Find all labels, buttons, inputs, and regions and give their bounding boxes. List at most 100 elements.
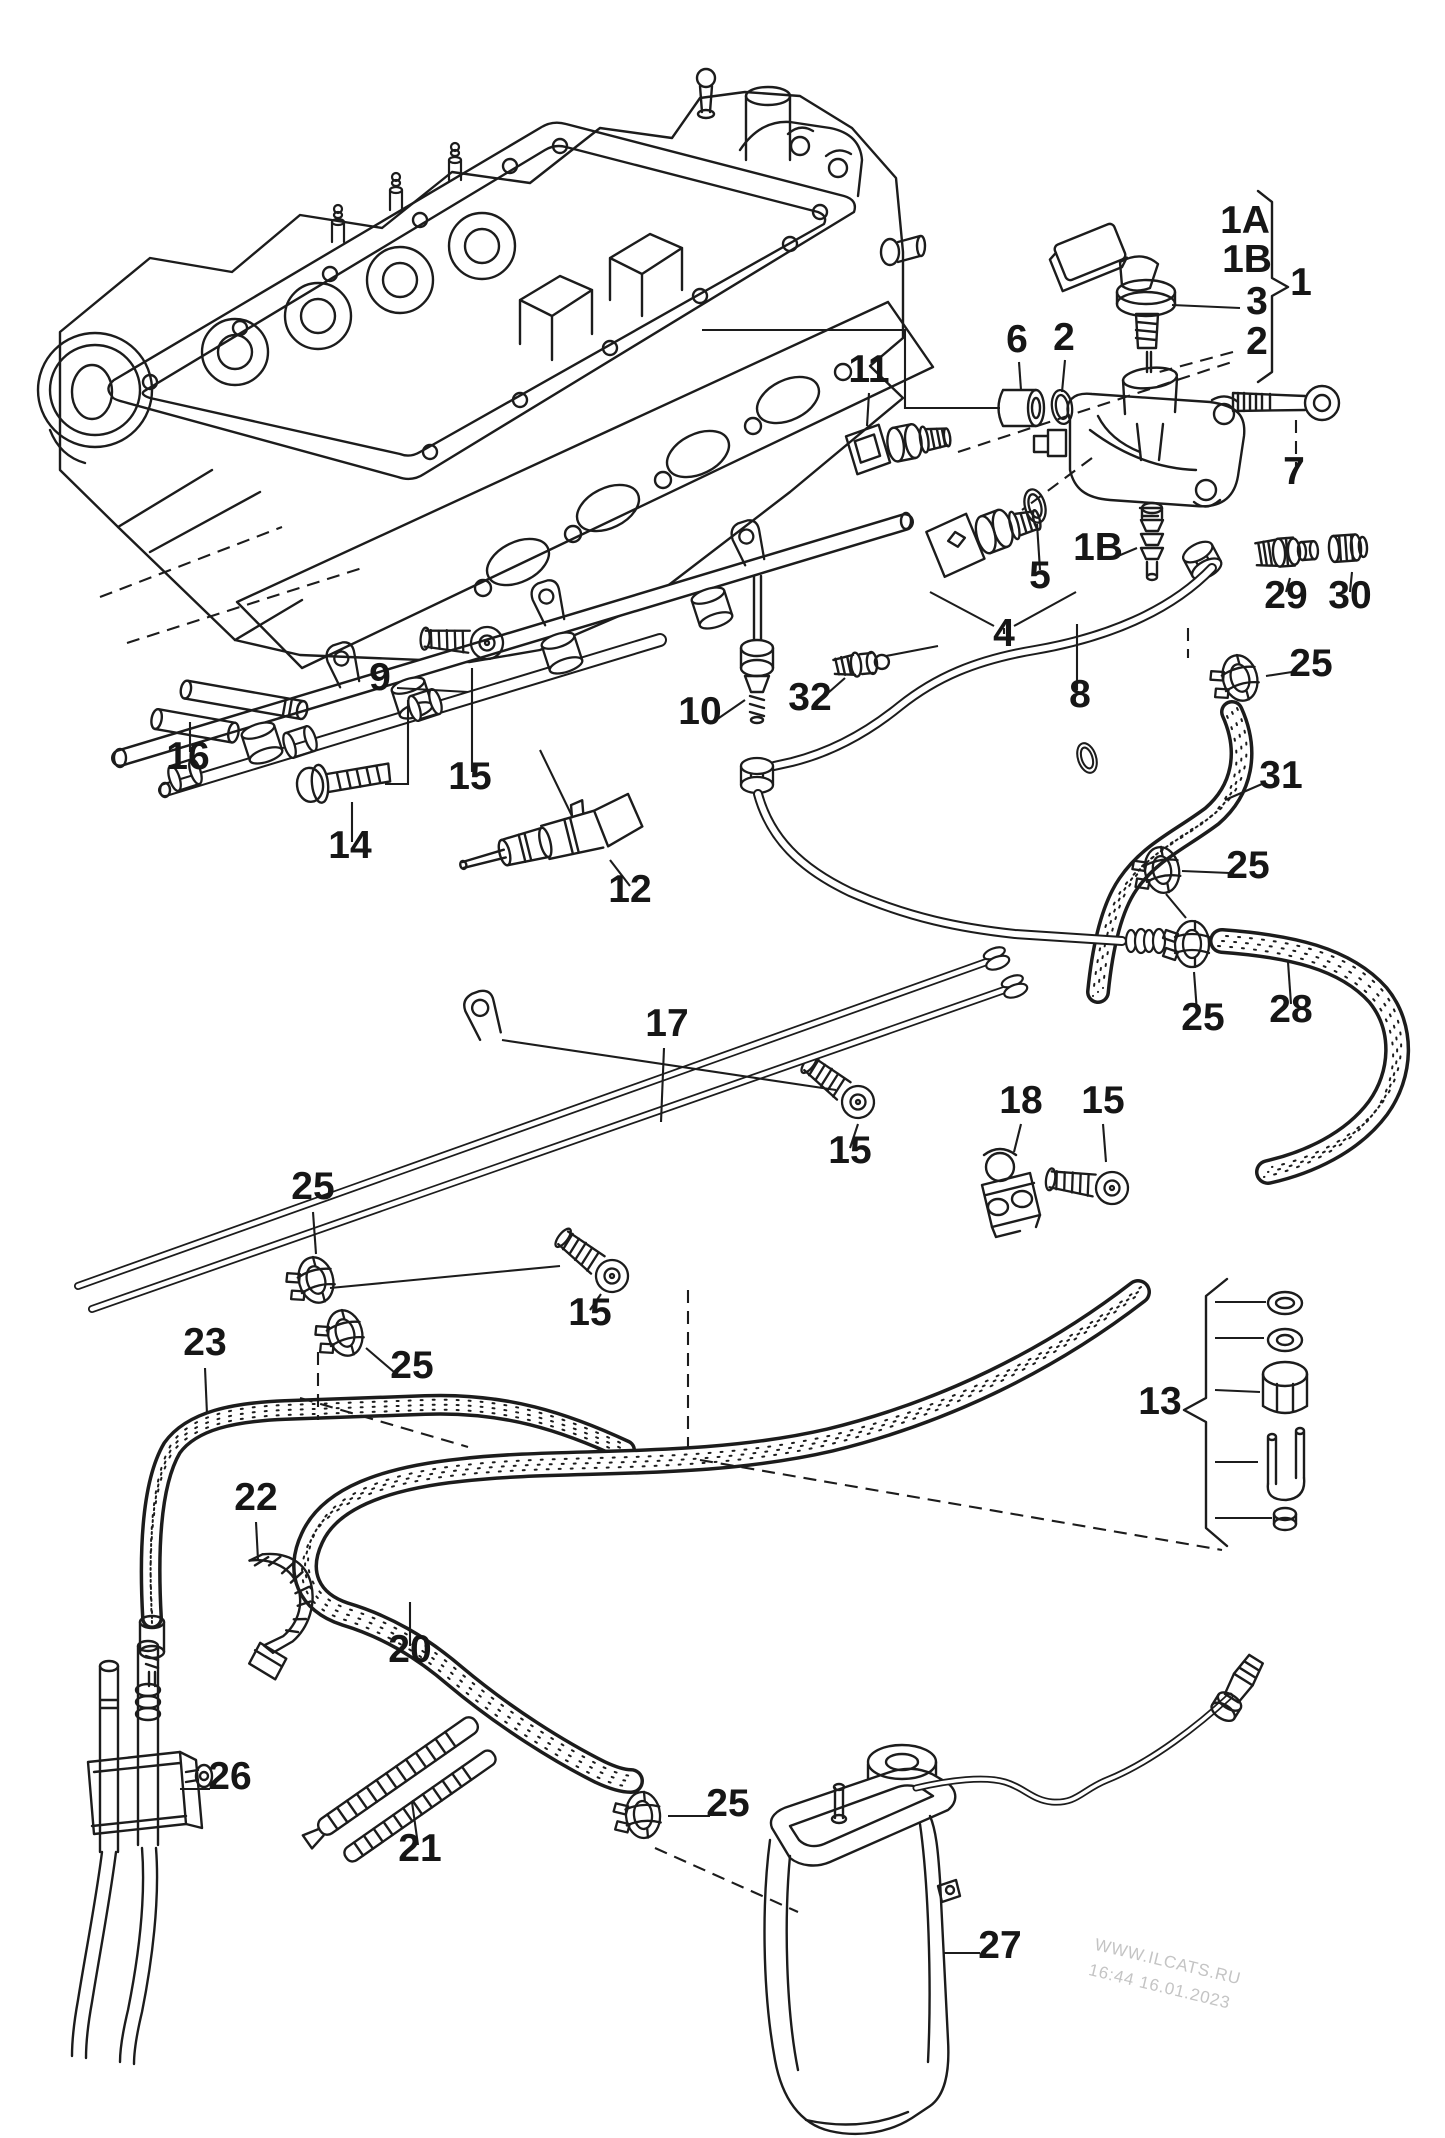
part-callout-13-35: 13 (1138, 1380, 1181, 1423)
leader-line-36 (311, 1211, 318, 1255)
leader-line-1 (1151, 350, 1234, 376)
part-callout-15-28: 15 (828, 1129, 871, 1172)
part-callout-2-3: 2 (1246, 320, 1268, 363)
leader-line-3 (1060, 359, 1067, 393)
part-callout-1-4: 1 (1290, 261, 1312, 304)
part-callout-7-8: 7 (1283, 450, 1305, 493)
o-ring-5 (1019, 485, 1051, 527)
screw-15d (1042, 1161, 1132, 1208)
part-callout-10-22: 10 (678, 690, 721, 733)
leader-line-7 (1117, 547, 1138, 557)
leader-line-28 (1165, 893, 1187, 919)
sensor-11 (844, 423, 952, 476)
part-callout-4-13: 4 (993, 612, 1015, 655)
leader-line-30 (1286, 961, 1293, 1005)
leader-lines (99, 303, 1354, 1955)
part-callout-30-12: 30 (1328, 574, 1371, 617)
leader-line-52 (957, 361, 1233, 453)
mounting-parts-13 (1261, 1290, 1309, 1532)
leader-line-26 (885, 644, 939, 658)
bushing-6 (997, 388, 1046, 428)
leader-line-34 (1012, 1123, 1023, 1153)
bracket-18 (980, 1147, 1042, 1239)
part-callout-23-34: 23 (183, 1321, 226, 1364)
leader-line-25 (819, 677, 846, 701)
clip-22 (248, 1552, 314, 1681)
leader-line-40 (203, 1367, 209, 1415)
leader-line-32 (501, 1038, 837, 1092)
leader-line-49 (1214, 1388, 1261, 1394)
leader-line-37 (329, 1264, 561, 1290)
part-callout-28-26: 28 (1269, 988, 1312, 1031)
leader-line-14 (1265, 670, 1293, 678)
part-callout-32-23: 32 (788, 676, 831, 719)
connector-26 (70, 1639, 214, 2066)
clamp-25d1 (280, 1252, 340, 1311)
part-callout-25-33: 25 (390, 1344, 433, 1387)
union-fitting-10 (739, 574, 775, 725)
leader-line-29 (1192, 971, 1199, 1013)
leader-line-24 (715, 699, 746, 721)
fuel-pump-drawing (1032, 222, 1246, 518)
part-callout-17-27: 17 (645, 1002, 688, 1045)
part-callout-9-17: 9 (369, 656, 391, 699)
canister-27 (763, 1653, 1265, 2136)
screw-15c (548, 1221, 636, 1300)
injector-12 (459, 792, 644, 871)
valve-32 (832, 650, 891, 678)
leader-line-44 (410, 1801, 420, 1846)
leader-line-53 (1021, 457, 1093, 511)
bolt-7 (1231, 384, 1341, 422)
fuel-pipes-17 (74, 943, 1031, 1313)
brace-group-13 (1182, 1277, 1229, 1548)
leader-line-5 (702, 328, 1000, 410)
cable-ties-21 (301, 1716, 497, 1863)
leader-line-55 (126, 566, 363, 645)
part-callout-14-20: 14 (328, 824, 372, 867)
part-callout-25-31: 25 (291, 1165, 334, 1208)
leader-line-58 (299, 1396, 469, 1449)
part-callout-25-14: 25 (1289, 642, 1332, 685)
leader-line-22 (609, 859, 631, 887)
part-callout-15-30: 15 (1081, 1079, 1124, 1122)
o-ring-union (1072, 739, 1102, 777)
part-callout-15-32: 15 (568, 1291, 611, 1334)
part-callout-18-29: 18 (999, 1079, 1042, 1122)
leader-line-8 (1035, 523, 1042, 571)
pipe-8 (739, 536, 1226, 795)
leader-line-16 (1224, 783, 1263, 801)
part-callout-29-11: 29 (1264, 574, 1307, 617)
part-callout-3-2: 3 (1246, 280, 1268, 323)
sensor-4 (925, 508, 1042, 579)
part-callout-22-36: 22 (234, 1476, 277, 1519)
clamp-25c (1161, 919, 1211, 969)
brace-group-1 (1256, 189, 1290, 384)
leader-line-12 (1013, 591, 1077, 627)
dowel-pins-16 (150, 679, 309, 744)
leader-line-4 (865, 392, 871, 427)
leader-line-17 (396, 686, 469, 694)
part-callout-2-6: 2 (1053, 316, 1075, 359)
clamp-25d2 (309, 1305, 369, 1364)
fitting-30 (1327, 533, 1369, 564)
part-callout-27-41: 27 (978, 1924, 1021, 1967)
bolt-14 (295, 762, 392, 804)
leader-line-11 (929, 591, 995, 627)
leader-line-10 (1348, 571, 1354, 593)
hose-20 (292, 1279, 1151, 1794)
fitting-29 (1254, 536, 1320, 568)
leader-line-27 (1181, 869, 1231, 875)
part-callout-25-40: 25 (706, 1782, 749, 1825)
leader-line-54 (99, 526, 283, 598)
leader-line-31 (659, 1047, 666, 1123)
part-callout-25-24: 25 (1226, 844, 1269, 887)
part-callout-25-25: 25 (1181, 996, 1224, 1039)
leader-line-41 (254, 1521, 260, 1561)
hose-23 (138, 1393, 636, 1688)
leader-line-0 (1171, 303, 1241, 310)
part-callout-1B-1: 1B (1222, 238, 1272, 281)
leader-line-60 (654, 1847, 799, 1913)
